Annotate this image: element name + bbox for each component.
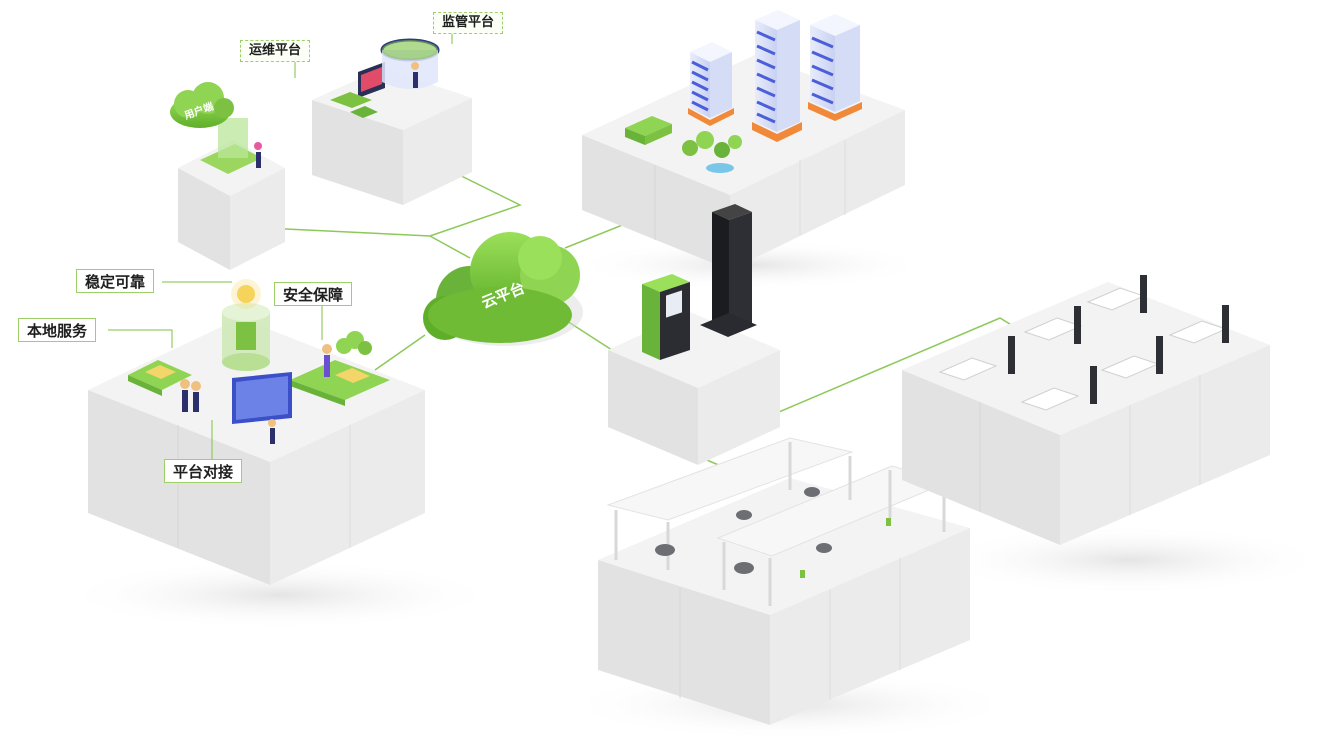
charging-pile-icon	[700, 204, 757, 337]
green-pad	[290, 360, 390, 406]
cloud-icon	[336, 331, 372, 355]
label-supervision-platform: 监管平台	[433, 12, 504, 34]
e-bike-icon	[655, 487, 832, 574]
ring-screen-icon	[380, 38, 440, 89]
truck-icon	[625, 116, 672, 145]
label-leaders	[108, 34, 453, 462]
user-end-block	[178, 118, 285, 270]
cloud-platform-icon	[423, 232, 583, 346]
green-pad	[128, 360, 192, 396]
person-icon	[322, 344, 332, 377]
building-icon	[752, 10, 802, 142]
floor-shadow	[60, 560, 500, 630]
charging-pile-icon	[1008, 275, 1229, 404]
person-icon	[254, 142, 262, 168]
monitor-icon	[232, 372, 292, 424]
cylinder-icon	[222, 303, 270, 371]
building-icon	[808, 14, 862, 121]
charger-light	[800, 518, 891, 578]
floor-shadow	[930, 525, 1320, 595]
lightbulb-icon	[231, 279, 261, 309]
carport-canopy	[606, 437, 950, 606]
person-icon	[180, 379, 201, 412]
charging-pile-icon	[642, 274, 690, 360]
label-local-service: 本地服务	[18, 318, 97, 342]
label-security: 安全保障	[274, 282, 353, 306]
tree-icon	[682, 131, 742, 173]
desk-icon	[350, 106, 378, 118]
label-ops-platform: 运维平台	[240, 40, 311, 62]
monitor-icon	[358, 62, 385, 98]
label-platform-docking: 平台对接	[164, 459, 243, 483]
user-end-cloud-icon	[170, 82, 234, 128]
person-icon	[268, 419, 276, 444]
building-icon	[688, 42, 734, 126]
car-icon	[938, 287, 1228, 411]
label-stable-reliable: 稳定可靠	[76, 269, 155, 293]
desk-icon	[330, 92, 372, 108]
parking-block	[902, 282, 1270, 545]
charging-block	[608, 312, 780, 465]
person-icon	[411, 62, 419, 88]
ops-platform-block	[312, 68, 472, 205]
